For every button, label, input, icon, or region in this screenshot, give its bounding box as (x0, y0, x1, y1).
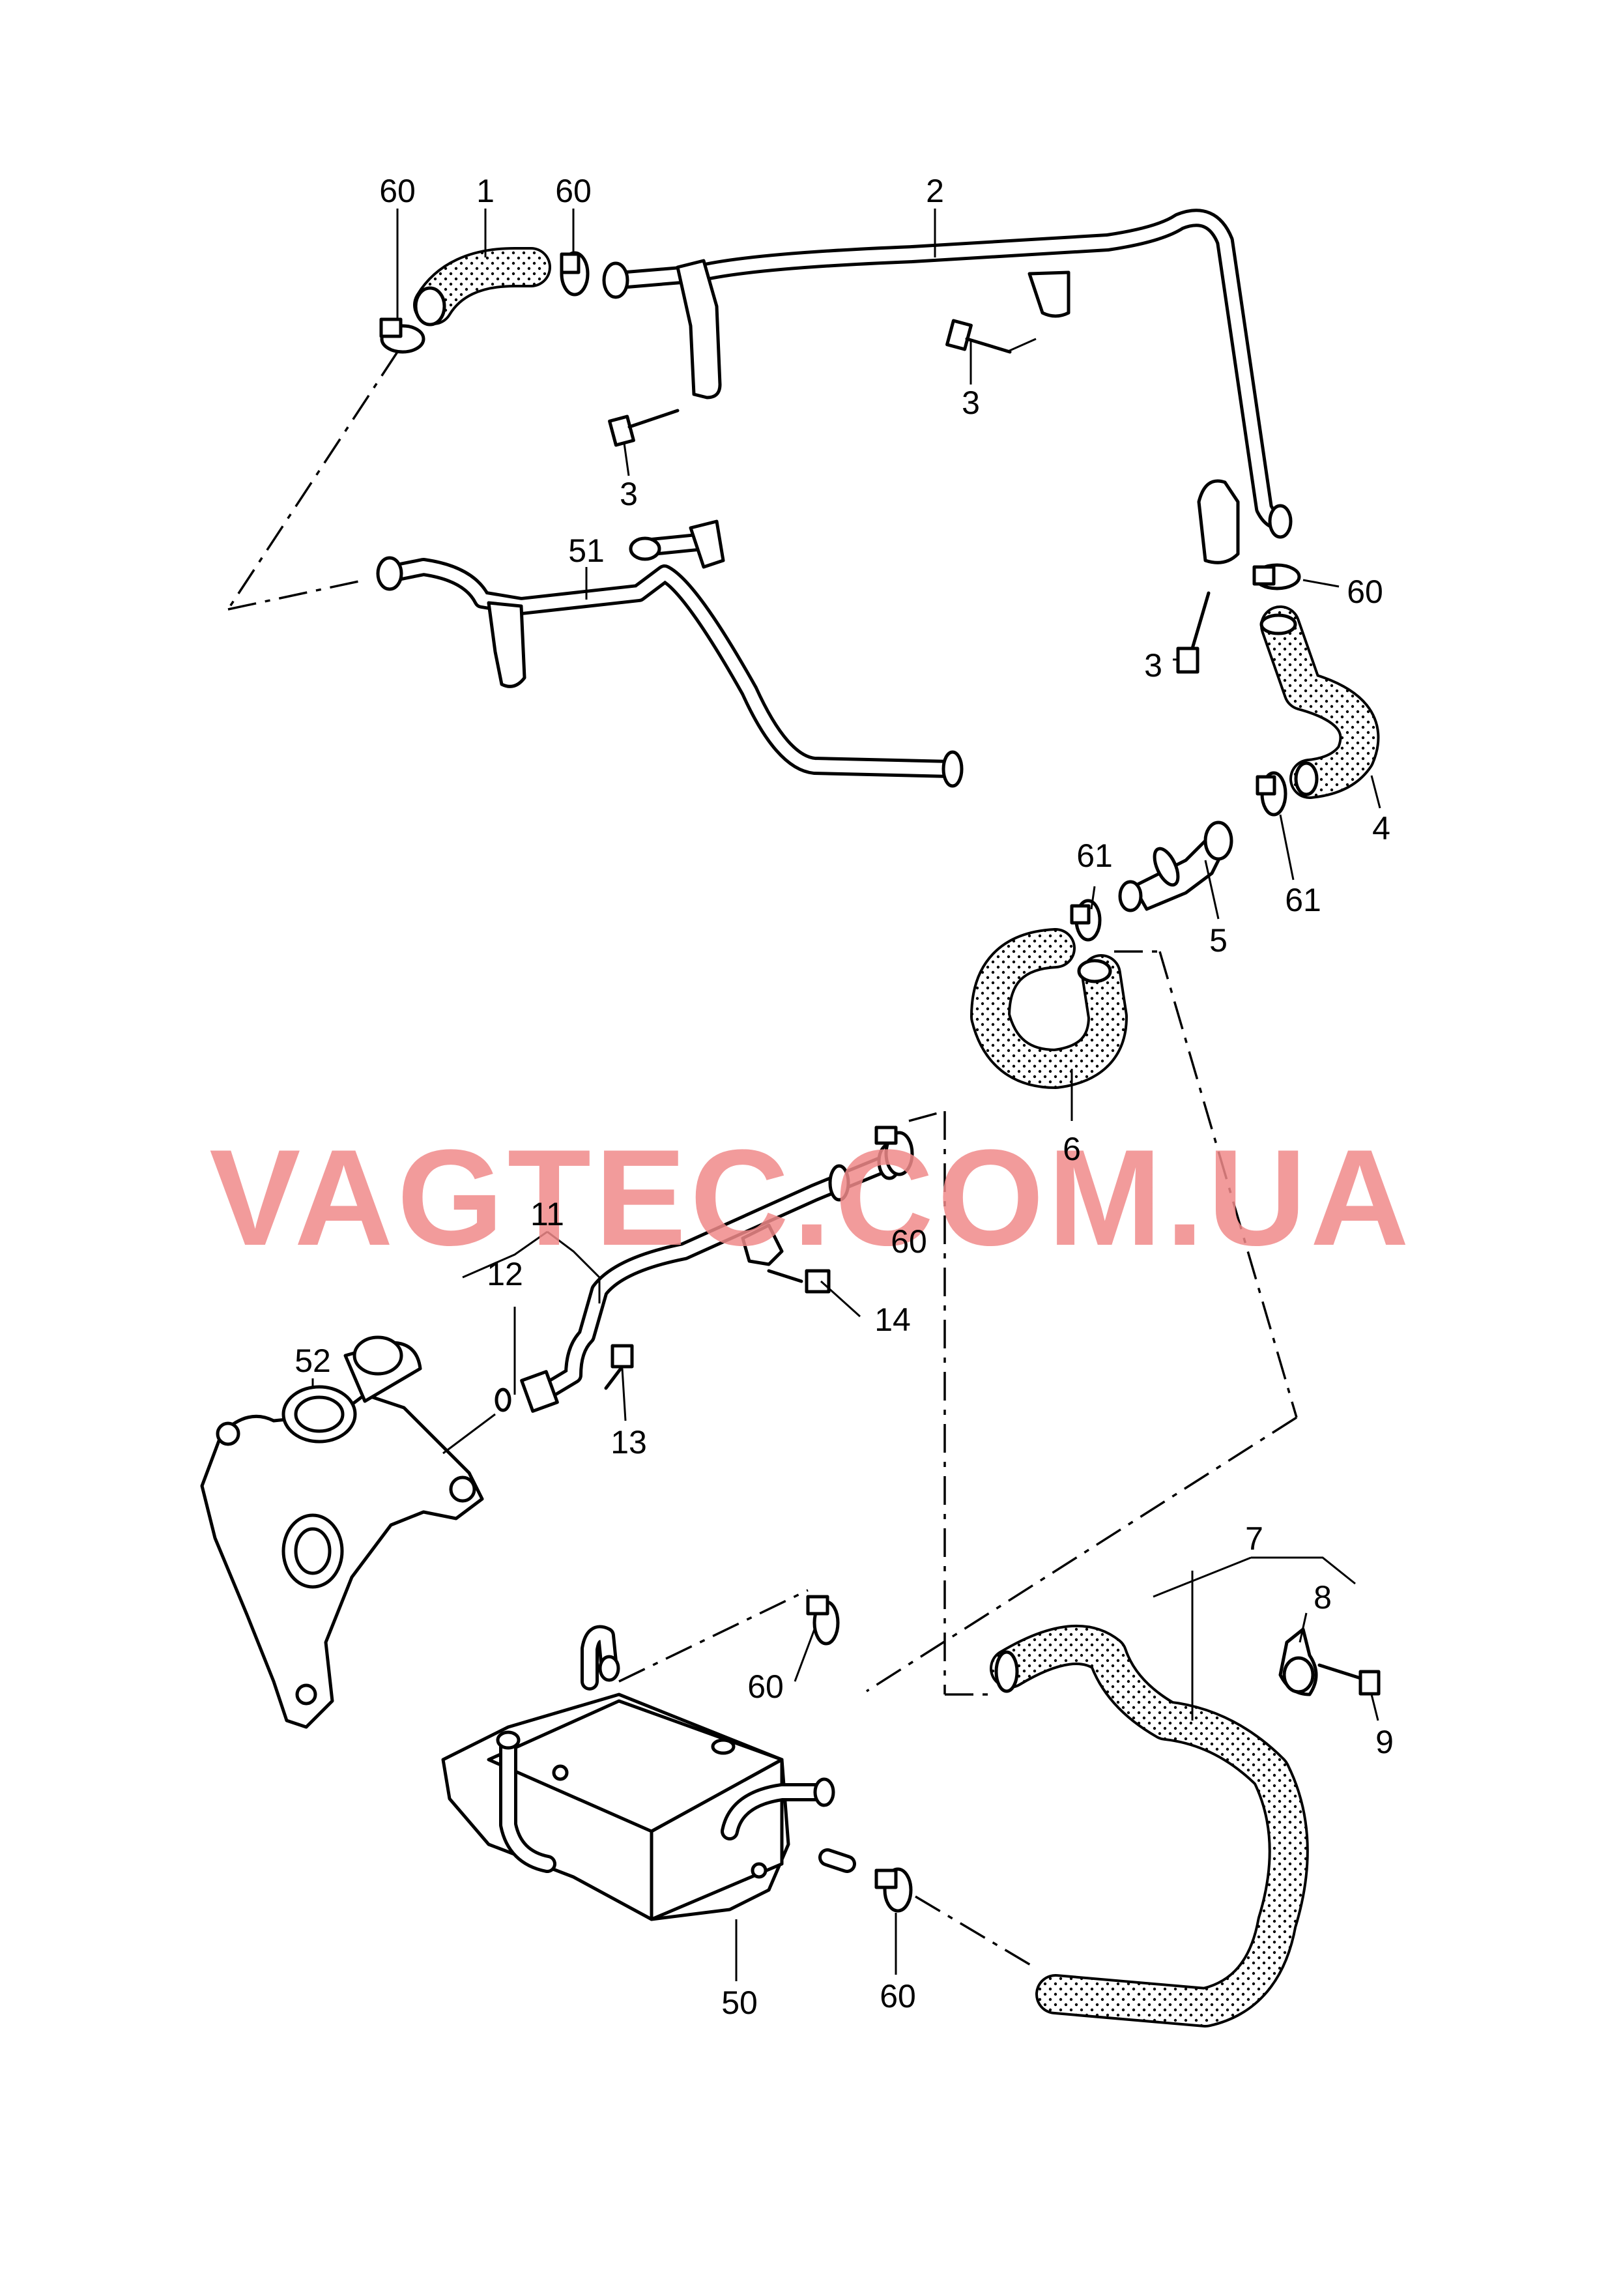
hose-4 (1259, 605, 1380, 799)
hose-clamp-icon (227, 317, 425, 610)
callout-3: 3 (962, 385, 980, 421)
oil-cooler-icon (441, 1589, 856, 1921)
callout-11: 11 (530, 1196, 564, 1232)
bolt-icon (608, 409, 680, 447)
callout-6: 6 (1063, 1131, 1081, 1167)
callout-14: 14 (874, 1301, 911, 1338)
callout-61: 61 (1076, 837, 1113, 874)
callout-5: 5 (1209, 922, 1228, 959)
callout-60: 60 (891, 1223, 927, 1260)
hose-1 (413, 247, 551, 327)
callout-2: 2 (926, 173, 944, 209)
hose-clamp-icon (560, 251, 590, 297)
bolt-icon (945, 319, 1037, 354)
callout-60: 60 (1347, 574, 1383, 610)
hose-clamp-icon (806, 1595, 840, 1646)
callout-3: 3 (620, 476, 638, 512)
check-valve-icon (1118, 821, 1233, 912)
bolt-icon (1317, 1663, 1381, 1696)
callout-60: 60 (555, 173, 592, 209)
callout-8: 8 (1314, 1579, 1332, 1616)
callout-60: 60 (747, 1668, 784, 1705)
watermark-text: VAGTEC.COM.UA (209, 1121, 1413, 1274)
leader-lines (311, 209, 1381, 1981)
callout-50: 50 (721, 1984, 758, 2021)
hose-clamp-icon (874, 1110, 990, 1696)
callout-60: 60 (379, 173, 416, 209)
callout-61: 61 (1285, 882, 1321, 918)
hose-7 (990, 1625, 1309, 2027)
callout-60: 60 (880, 1978, 916, 2014)
hose-clamp-icon (1256, 771, 1287, 817)
callout-4: 4 (1372, 810, 1390, 847)
hose-clamp-icon (1252, 563, 1301, 590)
callout-52: 52 (294, 1343, 331, 1379)
callout-7: 7 (1245, 1520, 1263, 1557)
hose-clamp-icon (874, 1867, 1037, 1969)
callout-12: 12 (487, 1256, 523, 1292)
hose-6 (866, 928, 1298, 1693)
callout-9: 9 (1375, 1724, 1394, 1760)
bolt-icon (767, 1269, 831, 1294)
callout-1: 1 (476, 173, 495, 209)
bolt-icon (604, 1344, 634, 1390)
callout-51: 51 (568, 532, 605, 569)
bolt-icon (1176, 591, 1211, 674)
bracket-8 (1278, 1627, 1318, 1696)
coolant-pipe-51 (227, 519, 964, 788)
callout-3: 3 (1144, 647, 1162, 684)
callout-13: 13 (610, 1424, 647, 1460)
coolant-pipe-2 (602, 209, 1293, 564)
coolant-housing-icon (200, 1335, 496, 1729)
hose-clamp-icon (1070, 899, 1102, 942)
